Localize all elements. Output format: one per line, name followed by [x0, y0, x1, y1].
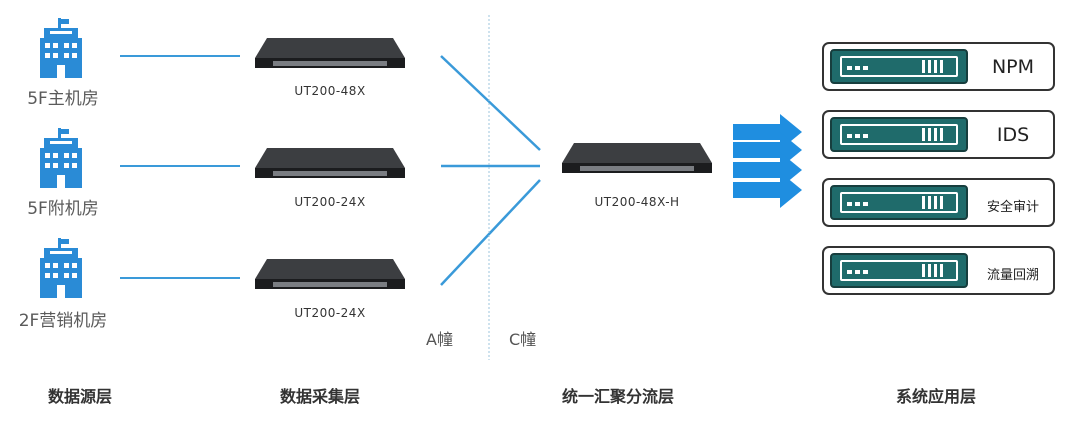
- service-security-audit: 安全审计: [822, 178, 1055, 227]
- building-a-label: A幢: [426, 330, 453, 349]
- server-indicator-marks: [847, 196, 943, 209]
- building-icon: [40, 18, 82, 78]
- server-indicator-marks: [847, 264, 943, 277]
- server-icon: [830, 49, 968, 84]
- switch-device-icon: [255, 259, 405, 289]
- building-icon: [40, 238, 82, 298]
- service-label: 安全审计: [986, 200, 1039, 215]
- service-npm: NPM: [822, 42, 1055, 91]
- room-label: 2F营销机房: [18, 311, 108, 331]
- service-traffic-backtrace: 流量回溯: [822, 246, 1055, 295]
- server-icon: [830, 253, 968, 288]
- collector-label: UT200-24X: [294, 306, 366, 320]
- link-collector1-aggregator: [440, 55, 541, 151]
- server-indicator-marks: [847, 128, 943, 141]
- layer-label-application: 系统应用层: [895, 387, 976, 406]
- layer-label-aggregation: 统一汇聚分流层: [561, 387, 674, 406]
- service-label: NPM: [991, 56, 1035, 78]
- room-label: 5F主机房: [27, 89, 99, 109]
- aggregator-switch-icon: [562, 143, 712, 173]
- link-collector3-aggregator: [440, 179, 541, 286]
- collector-label: UT200-24X: [294, 195, 366, 209]
- service-label: 流量回溯: [986, 268, 1039, 283]
- service-ids: IDS: [822, 110, 1055, 159]
- server-icon: [830, 117, 968, 152]
- switch-device-icon: [255, 38, 405, 68]
- layer-label-data-collection: 数据采集层: [279, 387, 360, 406]
- room-label: 5F附机房: [27, 199, 99, 219]
- collector-label: UT200-48X: [294, 84, 366, 98]
- distribution-arrows: [733, 114, 802, 208]
- aggregator-label: UT200-48X-H: [594, 195, 680, 209]
- service-label: IDS: [996, 124, 1030, 146]
- switch-device-icon: [255, 148, 405, 178]
- server-indicator-marks: [847, 60, 943, 73]
- layer-label-data-source: 数据源层: [47, 387, 112, 406]
- building-icon: [40, 128, 82, 188]
- building-c-label: C幢: [509, 330, 537, 349]
- arrow-4: [733, 172, 802, 208]
- server-icon: [830, 185, 968, 220]
